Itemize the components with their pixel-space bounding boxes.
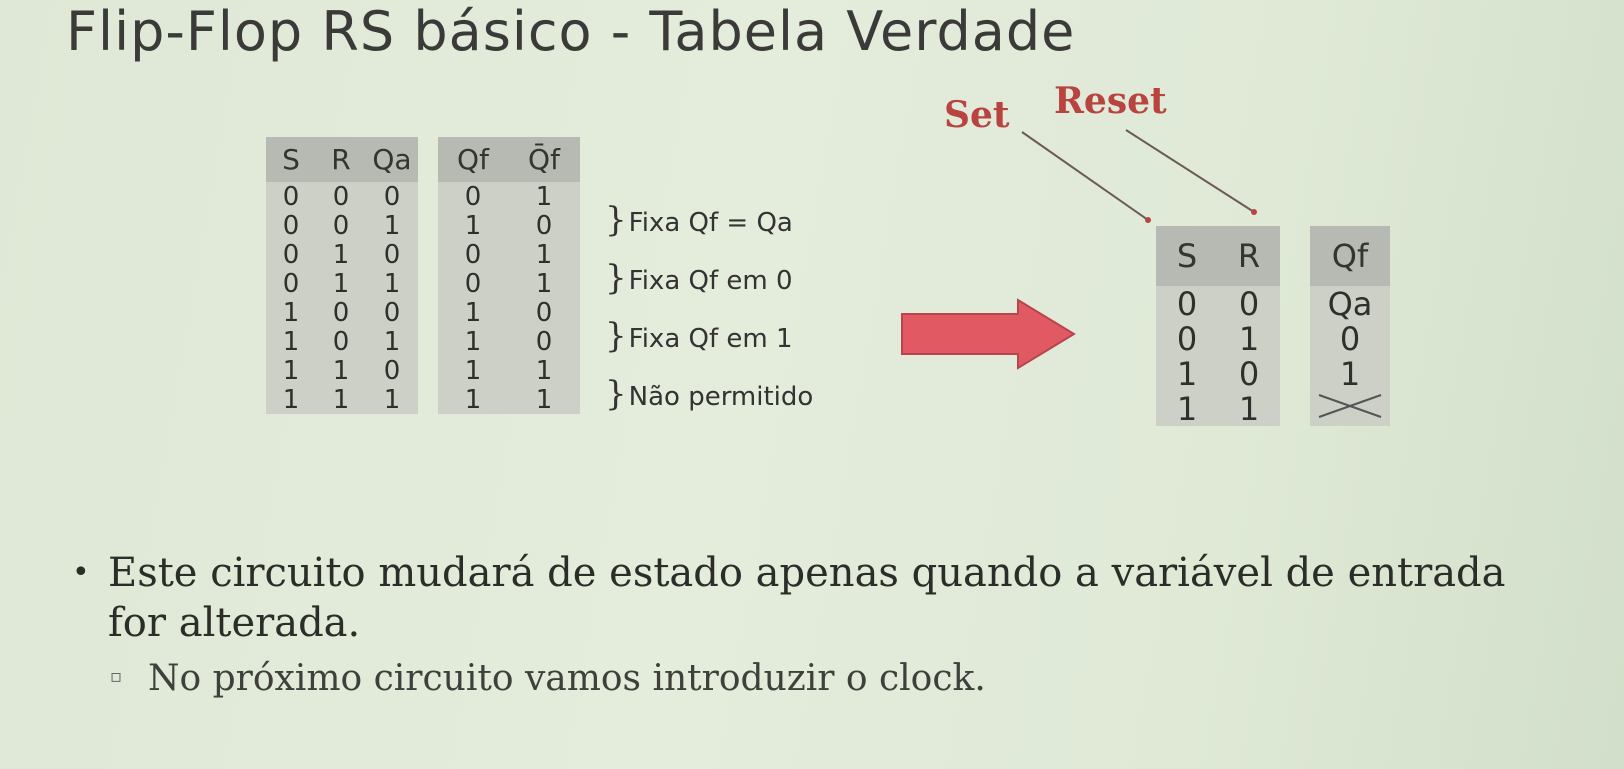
bullet-sub: ▫ No próximo circuito vamos introduzir o… <box>110 658 986 699</box>
note-text: Não permitido <box>628 382 814 412</box>
header-r: R <box>1237 237 1261 275</box>
cell: 1 <box>535 384 553 415</box>
cell: 0 <box>383 297 401 328</box>
reduced-table-output: Qf Qa 0 1 <box>1310 226 1390 426</box>
cell: 1 <box>383 384 401 415</box>
cell: 0 <box>464 181 482 212</box>
cell: 0 <box>332 210 350 241</box>
cell: 1 <box>535 355 553 386</box>
cell: 0 <box>535 326 553 357</box>
cell: 0 <box>1176 284 1198 323</box>
note-reset: }Fixa Qf em 0 <box>605 258 793 298</box>
bullet-icon: • <box>72 555 90 590</box>
cell: 1 <box>464 297 482 328</box>
cross-icon <box>1318 394 1382 418</box>
cell: 1 <box>535 181 553 212</box>
header-qf: Qf <box>1331 237 1369 275</box>
header-s: S <box>1176 237 1198 275</box>
cell: 1 <box>332 268 350 299</box>
cell: 0 <box>464 239 482 270</box>
note-text: Fixa Qf = Qa <box>628 208 793 238</box>
cell: 0 <box>332 326 350 357</box>
cell: 1 <box>332 384 350 415</box>
cell: 1 <box>282 326 300 357</box>
header-qf-not: Q̄f <box>528 143 560 176</box>
cell: 0 <box>535 210 553 241</box>
page-title: Flip-Flop RS básico - Tabela Verdade <box>66 0 1076 63</box>
cell: 1 <box>535 268 553 299</box>
cell: 1 <box>383 268 401 299</box>
header-qa: Qa <box>372 143 412 176</box>
cell: 1 <box>332 239 350 270</box>
leader-lines <box>1021 129 1257 223</box>
cell: 1 <box>1238 319 1260 358</box>
cell: 1 <box>1238 389 1260 428</box>
bullet-text: No próximo circuito vamos introduzir o c… <box>148 658 986 699</box>
reset-label: Reset <box>1054 80 1167 122</box>
cell: 1 <box>1176 354 1198 393</box>
cell: 0 <box>1176 319 1198 358</box>
cell: 1 <box>464 355 482 386</box>
brace-icon: } <box>605 200 627 240</box>
cell: 1 <box>464 384 482 415</box>
cell: Qa <box>1327 284 1373 323</box>
cell: 0 <box>282 210 300 241</box>
cell: 0 <box>282 181 300 212</box>
cell: 0 <box>535 297 553 328</box>
note-invalid: }Não permitido <box>605 374 813 414</box>
brace-icon: } <box>605 258 627 298</box>
note-text: Fixa Qf em 0 <box>628 266 793 296</box>
cross-cell <box>1310 391 1390 426</box>
header-qf: Qf <box>457 143 489 176</box>
cell: 1 <box>282 297 300 328</box>
cell: 1 <box>383 326 401 357</box>
cell: 1 <box>1176 389 1198 428</box>
brace-icon: } <box>605 374 627 414</box>
bullet-main: • Este circuito mudará de estado apenas … <box>72 548 1568 648</box>
cell: 0 <box>282 268 300 299</box>
cell: 1 <box>464 210 482 241</box>
cell: 0 <box>464 268 482 299</box>
cell: 1 <box>464 326 482 357</box>
cell: 1 <box>332 355 350 386</box>
sub-bullet-icon: ▫ <box>110 666 123 687</box>
cell: 1 <box>282 355 300 386</box>
note-hold: }Fixa Qf = Qa <box>605 200 793 240</box>
right-arrow-icon <box>901 298 1076 370</box>
note-set: }Fixa Qf em 1 <box>605 316 793 356</box>
header-r: R <box>331 143 351 176</box>
header-s: S <box>282 143 300 176</box>
cell: 1 <box>383 210 401 241</box>
cell: 1 <box>1339 354 1361 393</box>
cell: 0 <box>1238 284 1260 323</box>
cell: 1 <box>535 239 553 270</box>
cell: 0 <box>332 297 350 328</box>
cell: 0 <box>383 355 401 386</box>
note-text: Fixa Qf em 1 <box>628 324 793 354</box>
cell: 0 <box>383 181 401 212</box>
cell: 0 <box>383 239 401 270</box>
cell: 0 <box>1339 319 1361 358</box>
bullet-text: Este circuito mudará de estado apenas qu… <box>108 550 1506 646</box>
cell: 0 <box>282 239 300 270</box>
cell: 0 <box>1238 354 1260 393</box>
cell: 1 <box>282 384 300 415</box>
set-label: Set <box>944 94 1010 136</box>
brace-icon: } <box>605 316 627 356</box>
cell: 0 <box>332 181 350 212</box>
